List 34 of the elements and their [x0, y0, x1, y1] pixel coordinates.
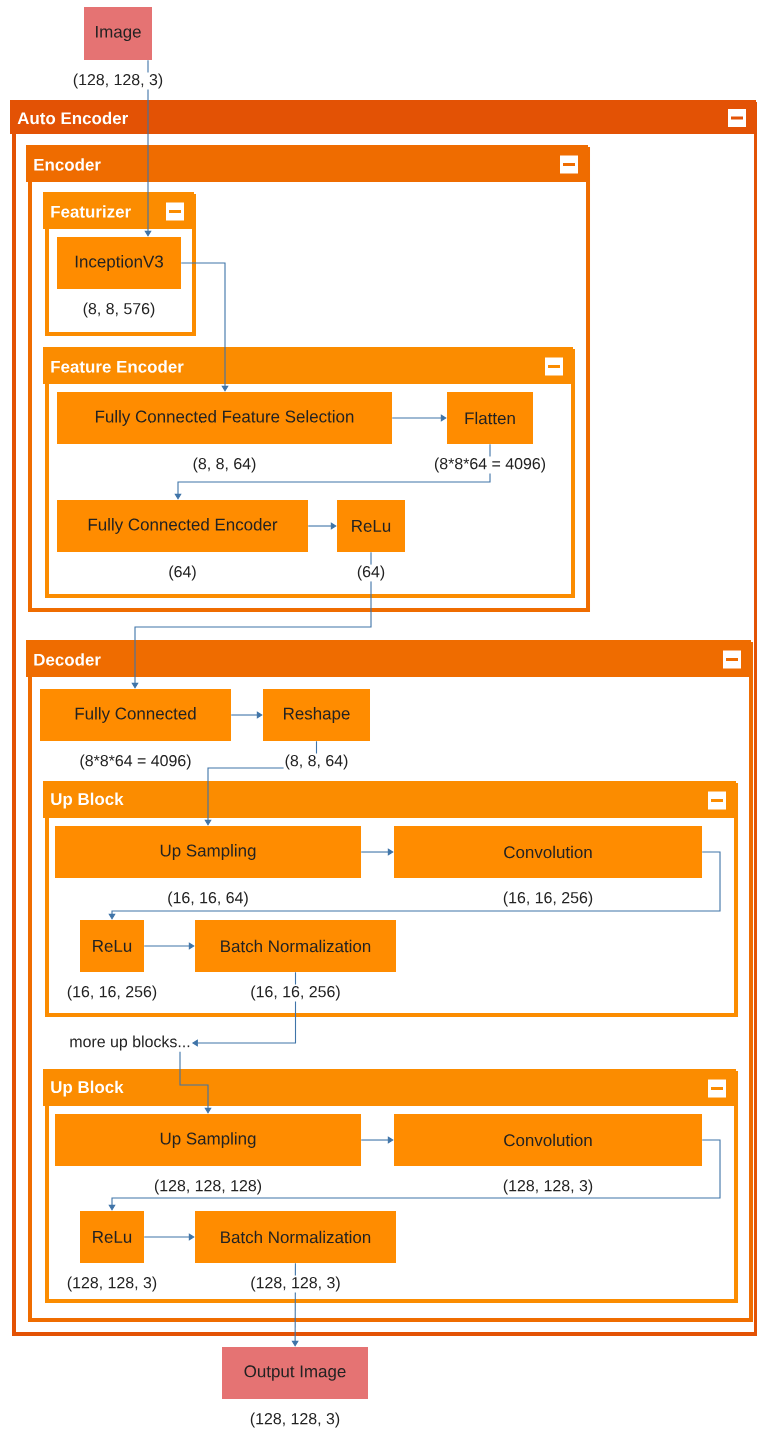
layer-box: ReLu: [80, 1211, 144, 1263]
io-box: Output Image: [222, 1347, 368, 1399]
arrow: [307, 522, 337, 530]
arrow: [391, 414, 447, 422]
arrow: [131, 551, 372, 689]
layer-box: Fully Connected Encoder: [57, 500, 308, 552]
note-text: more up blocks...: [70, 1035, 190, 1051]
layer-box: ReLu: [337, 500, 405, 552]
shape-label: (128, 128, 3): [71, 72, 165, 90]
arrow: [230, 711, 263, 719]
layer-box: Up Sampling: [55, 826, 361, 878]
arrow: [108, 1139, 721, 1211]
layer-box: Fully Connected Feature Selection: [57, 392, 392, 444]
arrow: [144, 59, 152, 237]
layer-box: Fully Connected: [40, 689, 231, 741]
layer-box: Flatten: [447, 392, 533, 444]
layer-box: InceptionV3: [57, 237, 181, 289]
shape-label: (128, 128, 3): [248, 1411, 342, 1429]
arrow: [180, 262, 229, 392]
arrow: [174, 443, 491, 500]
arrow: [143, 942, 195, 950]
io-box: Image: [84, 7, 152, 60]
layer-box: Convolution: [394, 826, 702, 878]
layer-box: Reshape: [263, 689, 370, 741]
arrow: [143, 1233, 195, 1241]
layer-box: Batch Normalization: [195, 920, 396, 972]
layer-box: Up Sampling: [55, 1114, 361, 1166]
layer-box: Batch Normalization: [195, 1211, 396, 1263]
layer-box: ReLu: [80, 920, 144, 972]
arrow: [360, 1136, 394, 1144]
arrow: [360, 848, 394, 856]
arrow: [108, 851, 721, 920]
layer-box: Convolution: [394, 1114, 702, 1166]
arrow: [179, 1051, 212, 1114]
